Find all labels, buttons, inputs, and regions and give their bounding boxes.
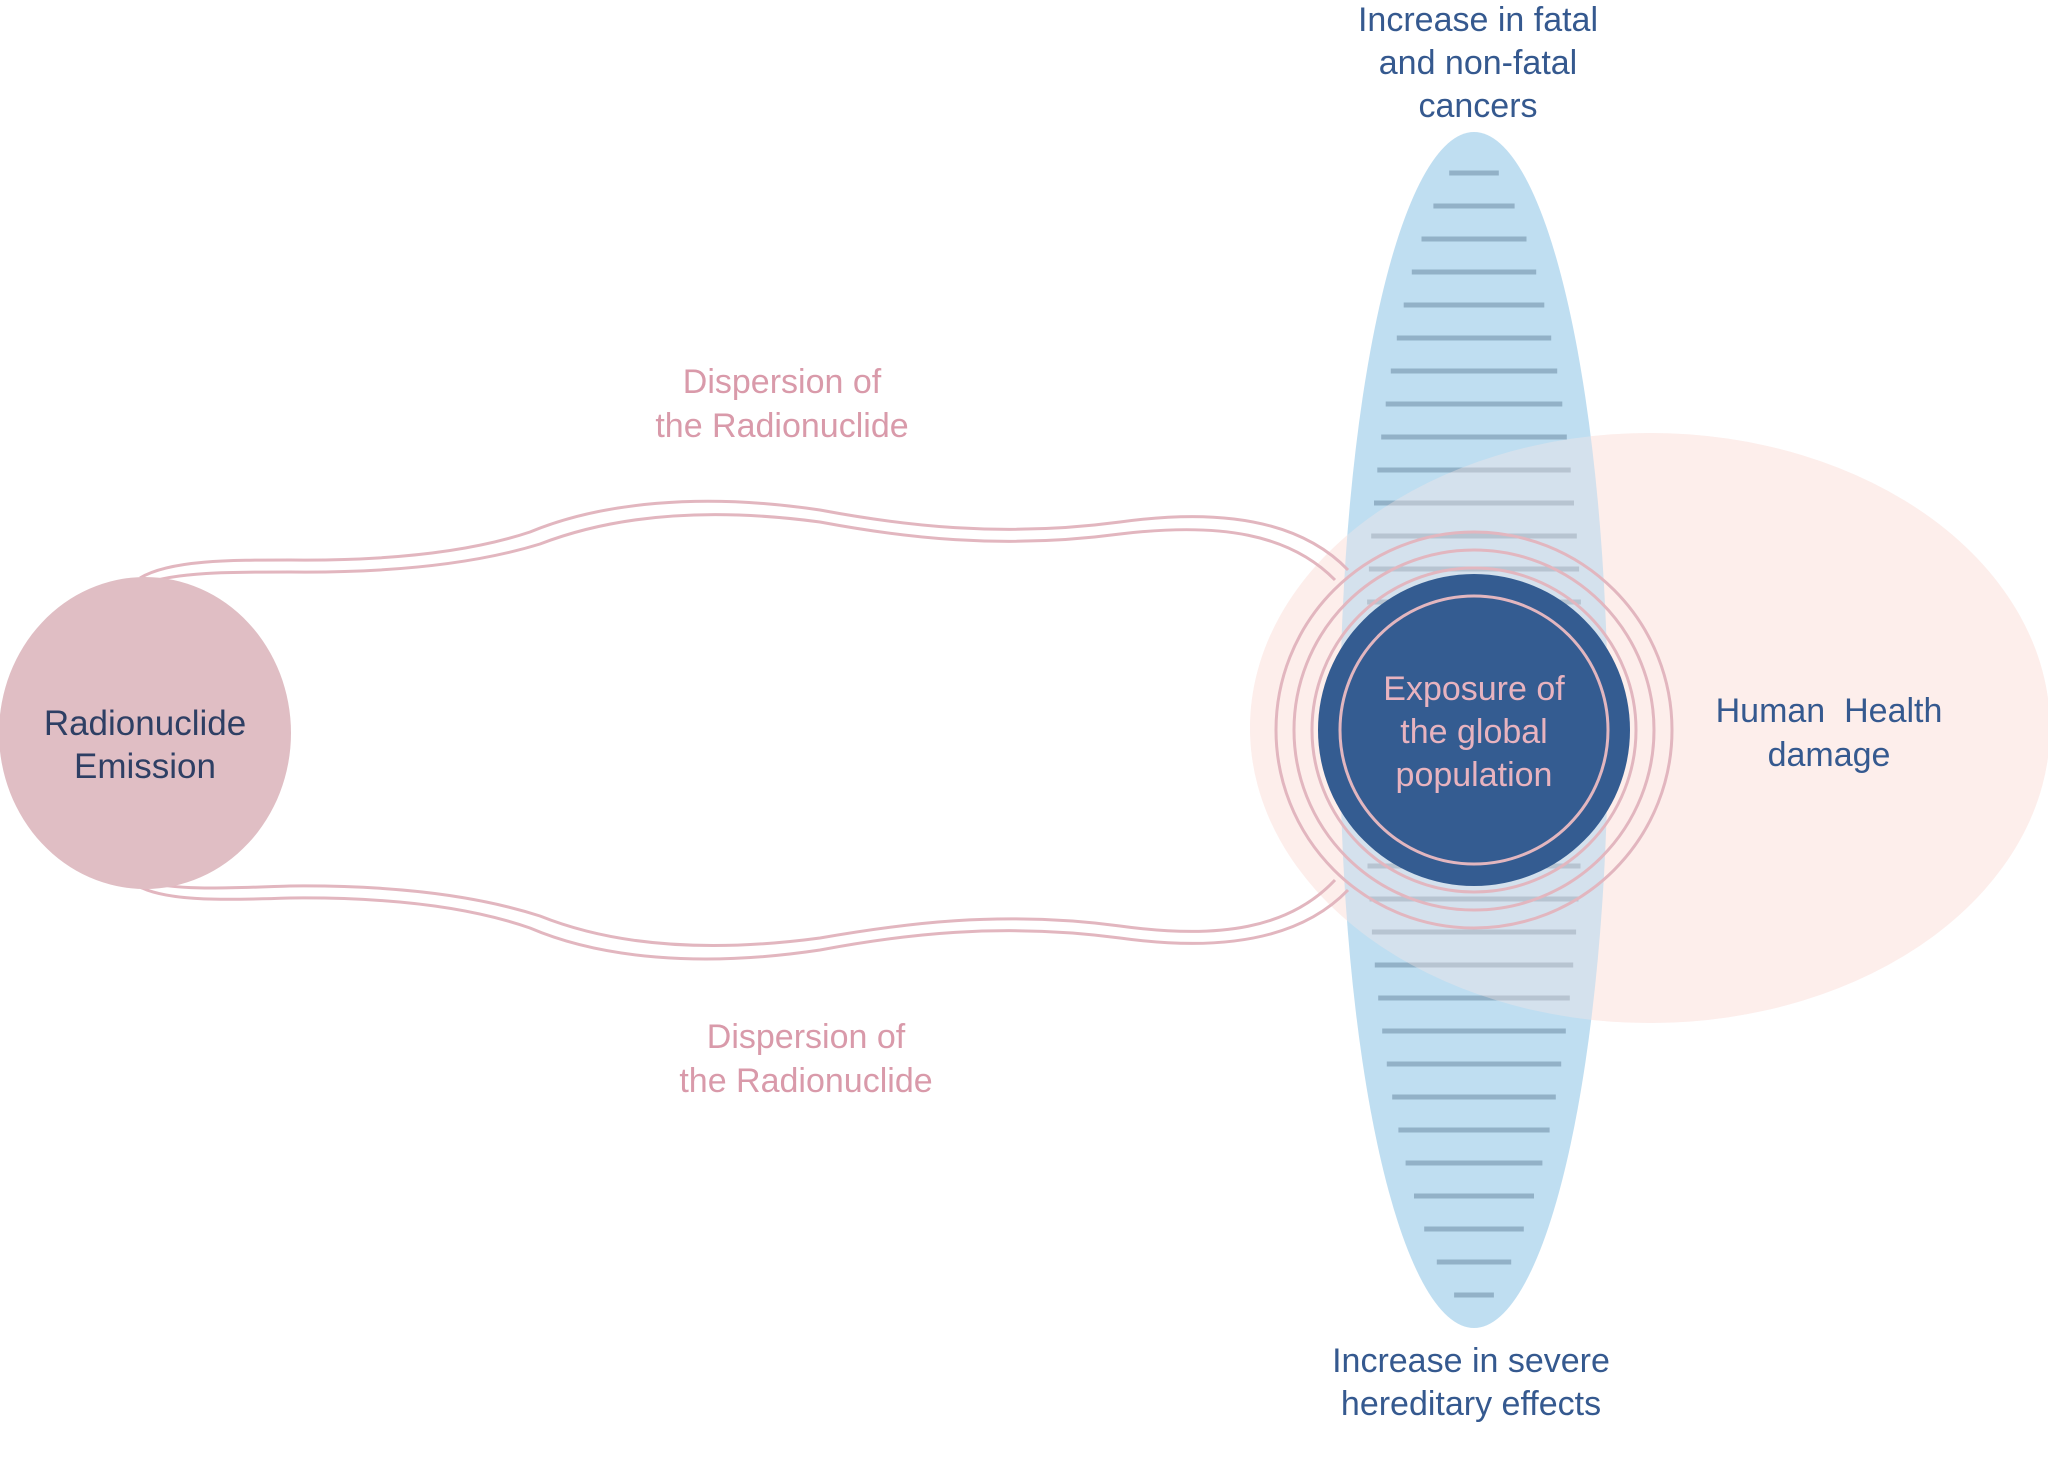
exposure-ring-middle: [1292, 548, 1656, 912]
exposure-label-line2: the global: [1400, 713, 1547, 751]
exposure-node-inner-ring: [1338, 594, 1610, 866]
exposure-ring-inner: [1310, 566, 1638, 894]
effect-top-label-line3: cancers: [1418, 87, 1537, 125]
exposure-ring-outer: [1274, 530, 1674, 930]
radionuclide-emission-node: [0, 577, 291, 889]
effect-top-label-line2: and non-fatal: [1379, 44, 1578, 82]
exposure-node: [1318, 574, 1630, 886]
dispersion-top-label-line1: Dispersion of: [683, 363, 882, 401]
dispersion-links: [139, 499, 1350, 961]
exposure-label-line1: Exposure of: [1383, 670, 1565, 708]
dispersion-link-top-inner: [144, 513, 1337, 586]
dispersion-bottom-label-line1: Dispersion of: [707, 1018, 906, 1056]
dispersion-link-top-outer: [139, 499, 1350, 580]
dispersion-link-bottom-outer: [139, 885, 1350, 961]
exposure-rings: [1274, 530, 1674, 930]
damage-label-line1: Human Health: [1716, 692, 1943, 730]
source-label-line1: Radionuclide: [44, 704, 246, 743]
source-label-line2: Emission: [74, 747, 216, 786]
damage-label-line2: damage: [1768, 736, 1891, 774]
effect-bottom-label-line1: Increase in severe: [1332, 1342, 1610, 1380]
exposure-label-line3: population: [1396, 756, 1553, 794]
dispersion-bottom-label-line2: the Radionuclide: [679, 1062, 932, 1100]
dispersion-link-bottom-inner: [144, 878, 1337, 948]
effect-top-label-line1: Increase in fatal: [1358, 1, 1598, 39]
dispersion-top-label-line2: the Radionuclide: [655, 407, 908, 445]
effect-bottom-label-line2: hereditary effects: [1341, 1385, 1601, 1423]
